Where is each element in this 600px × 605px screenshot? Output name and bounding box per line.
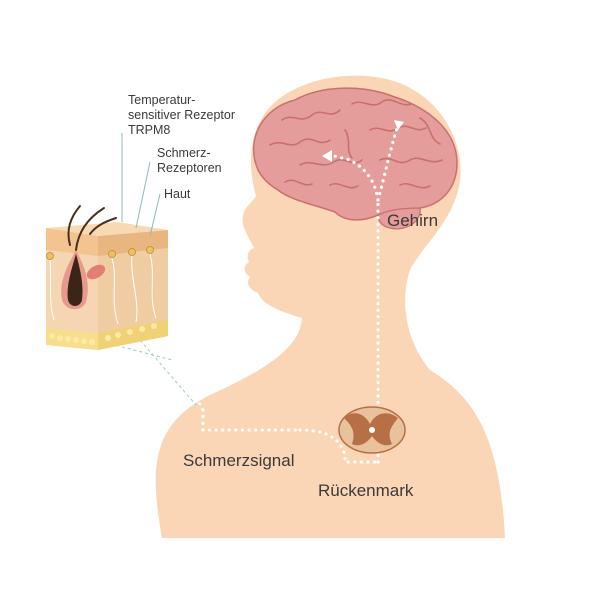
label-temperature-receptor: Temperatur- sensitiver Rezeptor TRPM8 xyxy=(128,93,235,137)
brain xyxy=(253,87,458,230)
pain-signal-path xyxy=(168,123,400,464)
label-brain: Gehirn xyxy=(387,211,439,230)
label-skin: Haut xyxy=(164,187,191,201)
signal-arrowheads xyxy=(322,120,404,162)
skin-cross-section xyxy=(46,205,168,350)
label-spinal-cord: Rückenmark xyxy=(318,481,414,500)
label-pain-receptors: Schmerz- Rezeptoren xyxy=(157,146,222,175)
spinal-cord-section xyxy=(338,406,406,454)
label-pain-signal: Schmerzsignal xyxy=(183,451,295,470)
label-pointer-lines xyxy=(121,133,161,237)
